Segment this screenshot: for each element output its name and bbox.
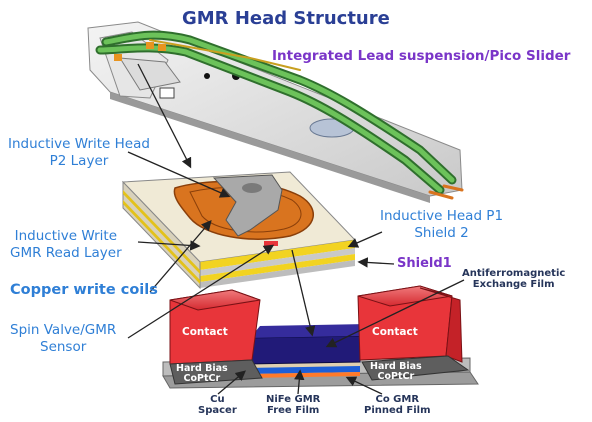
contact-right-label: Contact xyxy=(372,326,418,338)
diagram-title: GMR Head Structure xyxy=(182,8,390,29)
p2-pole xyxy=(212,174,283,237)
copper-coils-label: Copper write coils xyxy=(10,282,158,298)
leader-cu-spacer xyxy=(217,370,246,395)
gmr-element-marker xyxy=(264,241,278,246)
shield1-label: Shield1 xyxy=(397,256,452,271)
slider-pad xyxy=(159,87,175,99)
leader-write-gmr-layer xyxy=(137,240,201,251)
leader-co-pinned xyxy=(345,376,383,395)
leader-block-to-sensor xyxy=(291,249,316,337)
leader-p1-shield2 xyxy=(347,231,383,248)
leader-p2-layer xyxy=(127,151,231,198)
contact-block-right xyxy=(357,285,470,381)
leader-lines xyxy=(127,63,465,395)
contact-left-label: Contact xyxy=(182,326,228,338)
leader-afm-film xyxy=(325,279,465,348)
suspension-bond-pads xyxy=(114,42,166,61)
leader-copper-coils xyxy=(149,220,212,293)
leader-suspension-to-block xyxy=(137,63,192,169)
slider-head-block xyxy=(121,171,357,290)
flex-circuit-traces xyxy=(95,30,464,200)
leader-shield1 xyxy=(357,257,395,268)
leader-nife-free xyxy=(294,369,305,395)
leader-spin-valve xyxy=(127,244,275,339)
spin-valve-sensor xyxy=(249,335,361,365)
suspension-label: Integrated Lead suspension/Pico Slider xyxy=(272,48,571,64)
integrated-lead-suspension xyxy=(87,21,463,203)
